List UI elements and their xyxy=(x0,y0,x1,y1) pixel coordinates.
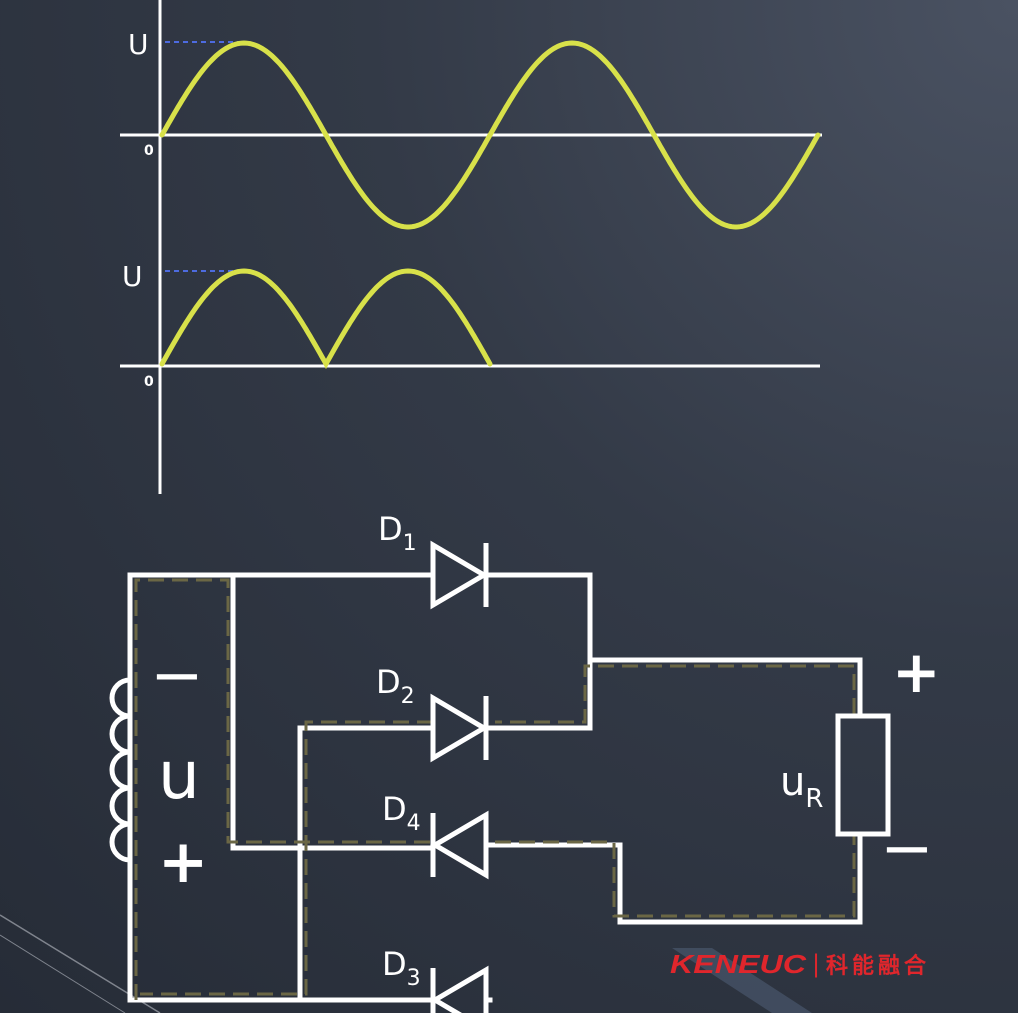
brand-logo: KENEUC | 科能融合 xyxy=(670,949,930,979)
load-polarity-top: + xyxy=(892,638,941,706)
source-coil xyxy=(109,677,133,863)
top-origin-label: 0 xyxy=(144,143,154,159)
load-label: uR xyxy=(780,759,823,814)
logo-text: KENEUC xyxy=(670,949,808,979)
background-decor xyxy=(0,914,812,1013)
source-polarity-top: − xyxy=(150,639,204,713)
top-peak-label: U xyxy=(128,28,149,61)
waveform-axes xyxy=(120,0,822,494)
diode-label-d2: D2 xyxy=(376,663,415,709)
diode-d2 xyxy=(430,693,489,763)
rectified-waveform xyxy=(159,268,493,370)
diode-label-d4: D4 xyxy=(382,790,421,836)
diode-label-d3: D3 xyxy=(382,945,421,991)
bottom-peak-label: U xyxy=(122,260,143,293)
current-path xyxy=(134,578,856,1000)
diode-d4 xyxy=(430,810,489,880)
diode-d1 xyxy=(430,540,489,610)
reference-lines xyxy=(165,41,247,272)
logo-separator: | xyxy=(812,950,820,978)
source-label: u xyxy=(158,737,200,814)
diode-d3 xyxy=(430,965,489,1013)
logo-cn-text: 科能融合 xyxy=(826,953,930,979)
load-polarity-bottom: − xyxy=(880,812,934,886)
diode-label-d1: D1 xyxy=(378,510,417,556)
load-resistor xyxy=(835,713,891,837)
source-polarity-bottom: + xyxy=(158,827,208,897)
circuit-wires xyxy=(127,572,863,1003)
bottom-origin-label: 0 xyxy=(144,374,154,390)
sine-waveform xyxy=(159,40,821,230)
